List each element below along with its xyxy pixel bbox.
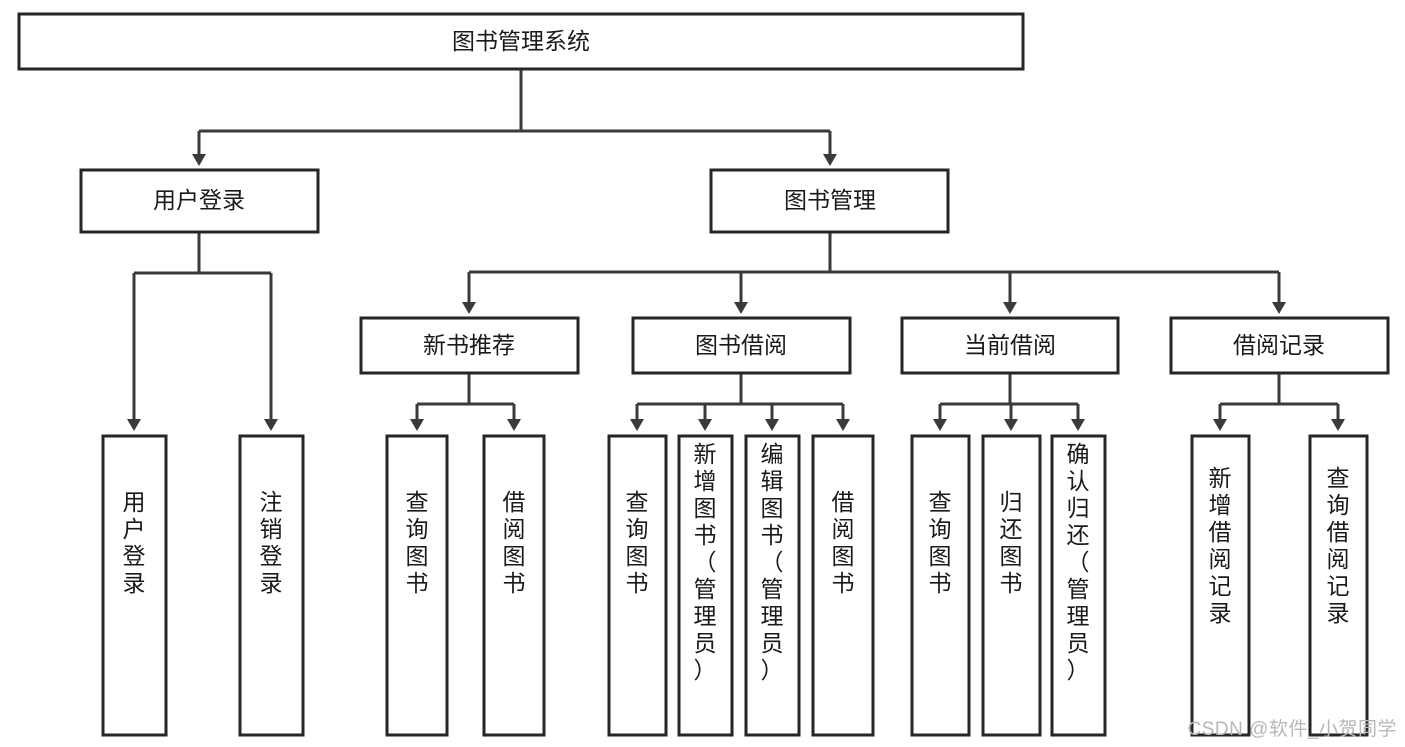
node-query-book-1-box[interactable] — [385, 434, 449, 737]
node-new-book-recommend-label: 新书推荐 — [423, 332, 515, 358]
node-edit-book-admin-box[interactable] — [744, 434, 801, 737]
node-current-borrow-label: 当前借阅 — [964, 332, 1056, 358]
node-user-login-action[interactable]: 用户登录 — [101, 434, 168, 737]
node-add-borrow-record[interactable]: 新增借阅记录 — [1190, 434, 1251, 737]
node-borrow-book-1-label: 借阅图书 — [503, 489, 526, 596]
node-return-book[interactable]: 归还图书 — [981, 434, 1042, 737]
node-new-book-recommend[interactable]: 新书推荐 — [359, 316, 580, 375]
node-new-book-recommend-box[interactable] — [359, 316, 580, 375]
node-user-login-action-box[interactable] — [101, 434, 168, 737]
node-query-book-3-label: 查询图书 — [929, 489, 952, 596]
node-user-login-label: 用户登录 — [153, 187, 245, 213]
node-query-book-3-box[interactable] — [910, 434, 971, 737]
node-borrow-book-2-label: 借阅图书 — [832, 489, 855, 596]
node-borrow-book-1[interactable]: 借阅图书 — [482, 434, 546, 737]
node-add-book-admin[interactable]: 新增图书（管理员） — [677, 434, 734, 737]
node-add-book-admin-label: 新增图书（管理员） — [694, 441, 717, 683]
node-borrow-book-2-box[interactable] — [811, 434, 875, 737]
node-query-borrow-record[interactable]: 查询借阅记录 — [1308, 434, 1369, 737]
node-query-borrow-record-box[interactable] — [1308, 434, 1369, 737]
node-book-management-label: 图书管理 — [784, 187, 876, 213]
node-root[interactable]: 图书管理系统 — [17, 12, 1025, 71]
node-borrow-book-1-box[interactable] — [482, 434, 546, 737]
node-user-login-box[interactable] — [79, 168, 320, 234]
node-confirm-return-admin-box[interactable] — [1050, 434, 1107, 737]
node-edit-book-admin-label: 编辑图书（管理员） — [761, 441, 784, 683]
node-return-book-box[interactable] — [981, 434, 1042, 737]
node-query-book-2[interactable]: 查询图书 — [607, 434, 668, 737]
node-book-management-box[interactable] — [709, 168, 950, 234]
node-query-book-1-label: 查询图书 — [406, 489, 429, 596]
node-add-borrow-record-label: 新增借阅记录 — [1209, 465, 1232, 626]
node-query-book-2-box[interactable] — [607, 434, 668, 737]
node-confirm-return-admin-label: 确认归还（管理员） — [1067, 441, 1090, 683]
node-book-borrow-label: 图书借阅 — [695, 332, 787, 358]
node-query-borrow-record-label: 查询借阅记录 — [1327, 465, 1350, 626]
node-query-book-2-label: 查询图书 — [626, 489, 649, 596]
node-borrow-records-box[interactable] — [1169, 316, 1390, 375]
node-return-book-label: 归还图书 — [1000, 489, 1023, 596]
node-borrow-records-label: 借阅记录 — [1233, 332, 1325, 358]
node-book-borrow-box[interactable] — [631, 316, 852, 375]
node-borrow-records[interactable]: 借阅记录 — [1169, 316, 1390, 375]
node-query-book-1[interactable]: 查询图书 — [385, 434, 449, 737]
node-user-logout-action-label: 注销登录 — [260, 489, 283, 596]
node-user-logout-action[interactable]: 注销登录 — [238, 434, 305, 737]
node-current-borrow-box[interactable] — [900, 316, 1120, 375]
node-user-login[interactable]: 用户登录 — [79, 168, 320, 234]
node-book-borrow[interactable]: 图书借阅 — [631, 316, 852, 375]
node-borrow-book-2[interactable]: 借阅图书 — [811, 434, 875, 737]
node-add-book-admin-box[interactable] — [677, 434, 734, 737]
node-confirm-return-admin[interactable]: 确认归还（管理员） — [1050, 434, 1107, 737]
node-book-management[interactable]: 图书管理 — [709, 168, 950, 234]
node-add-borrow-record-box[interactable] — [1190, 434, 1251, 737]
node-root-label: 图书管理系统 — [452, 28, 590, 54]
node-root-box[interactable] — [17, 12, 1025, 71]
node-query-book-3[interactable]: 查询图书 — [910, 434, 971, 737]
node-edit-book-admin[interactable]: 编辑图书（管理员） — [744, 434, 801, 737]
node-user-login-action-label: 用户登录 — [123, 489, 146, 596]
node-user-logout-action-box[interactable] — [238, 434, 305, 737]
connector-layer — [127, 69, 1345, 431]
node-current-borrow[interactable]: 当前借阅 — [900, 316, 1120, 375]
